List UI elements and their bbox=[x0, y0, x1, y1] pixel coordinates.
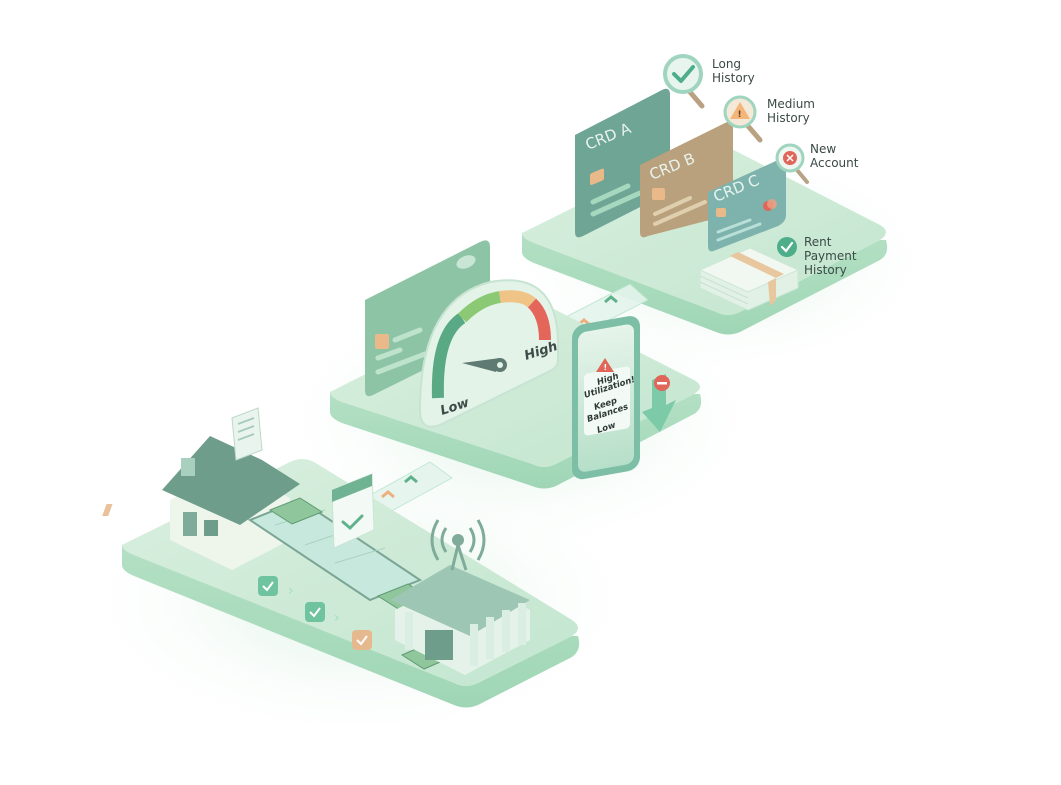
calendar-check-icon bbox=[331, 473, 375, 549]
on-time-check-icons: › › bbox=[258, 576, 372, 650]
label-new-account: New Account bbox=[810, 142, 859, 170]
svg-text:›: › bbox=[288, 583, 294, 599]
phone-alert: ! High Utilization! Keep Balances Low bbox=[572, 316, 640, 480]
check-magnifier-icon bbox=[663, 54, 705, 109]
bank-icon bbox=[390, 565, 530, 675]
label-rent-payment-history: Rent Payment History bbox=[804, 235, 857, 277]
svg-text:!: ! bbox=[738, 110, 742, 120]
credit-gauge: Low High bbox=[418, 279, 559, 428]
rent-payment-stack bbox=[698, 247, 800, 311]
credit-card bbox=[365, 240, 490, 397]
svg-text:›: › bbox=[334, 610, 340, 626]
check-badge-icon bbox=[777, 237, 797, 257]
cash-stack-icon bbox=[102, 497, 324, 525]
down-arrow-icon bbox=[642, 374, 676, 432]
x-magnifier-icon bbox=[775, 143, 809, 184]
label-medium-history: Medium History bbox=[767, 97, 815, 125]
house-icon bbox=[162, 407, 300, 570]
warning-magnifier-icon: ! bbox=[723, 95, 763, 143]
svg-text:!: ! bbox=[604, 363, 608, 372]
signal-antenna-icon bbox=[430, 519, 486, 571]
label-long-history: Long History bbox=[712, 57, 755, 85]
